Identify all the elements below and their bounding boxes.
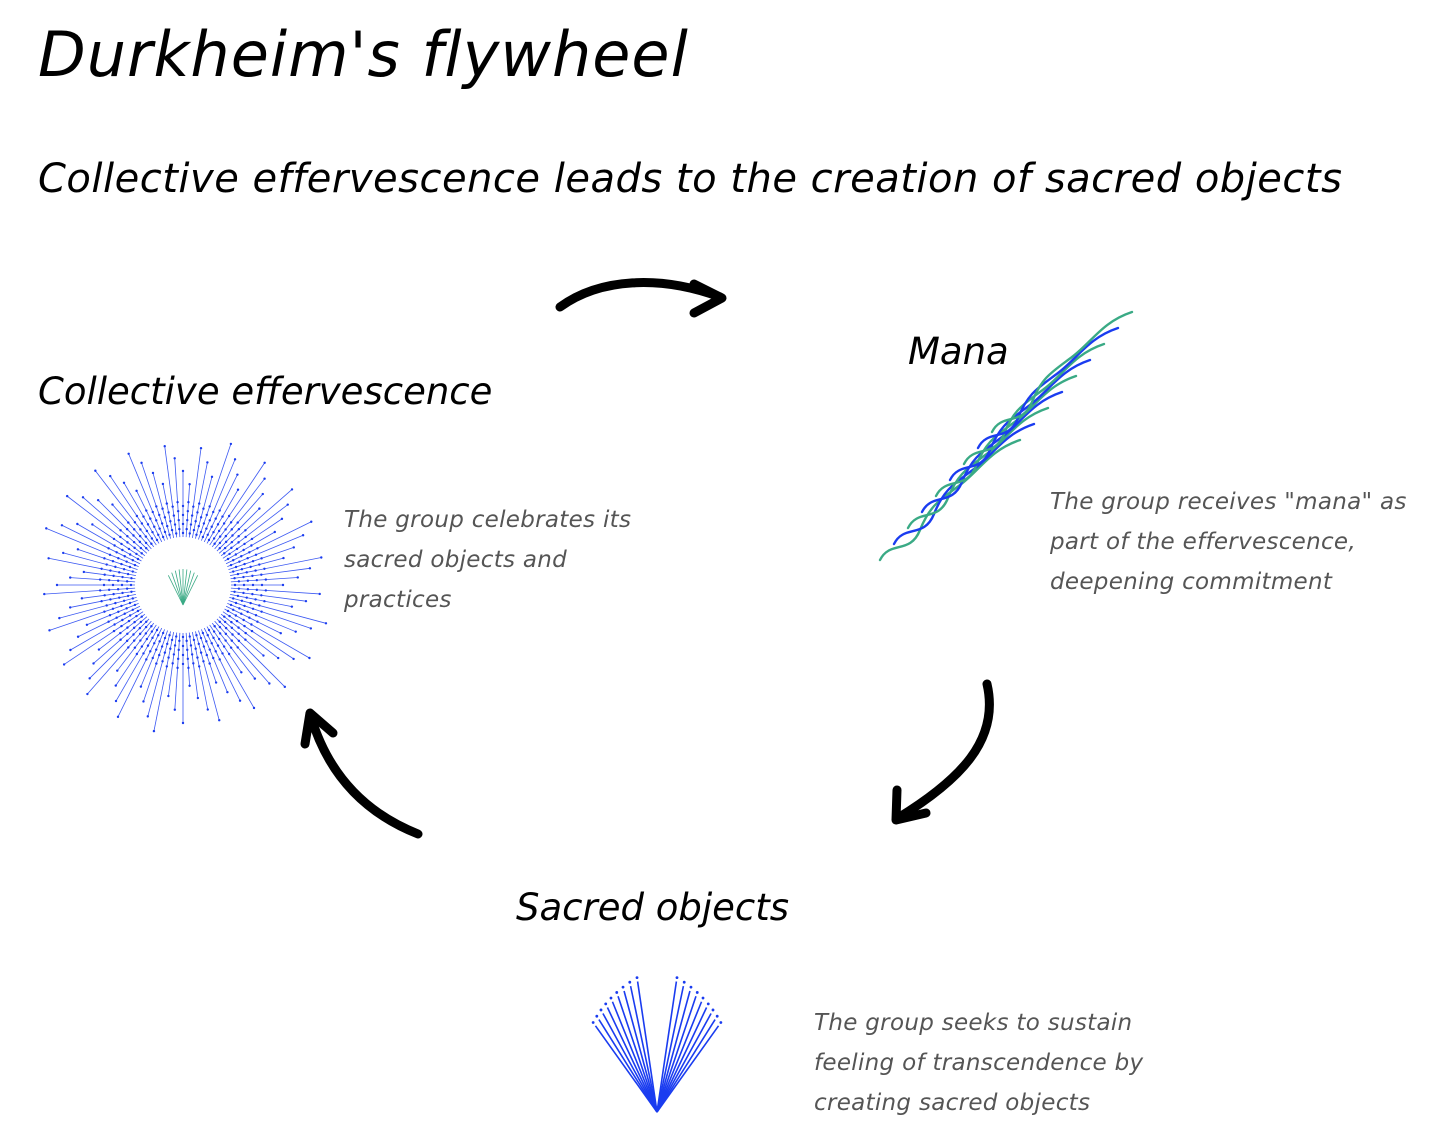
effervescence-description: The group celebrates its sacred objects …	[344, 500, 631, 620]
diagram-title: Durkheim's flywheel	[38, 18, 689, 91]
mana-description-line: part of the effervescence,	[1050, 529, 1356, 555]
effervescence-description-line: practices	[344, 587, 452, 613]
sacred-objects-title: Sacred objects	[516, 886, 790, 929]
sacred-objects-description-line: feeling of transcendence by	[814, 1050, 1144, 1076]
curved-arrow-icon	[300, 708, 423, 839]
mana-description: The group receives "mana" as part of the…	[1050, 482, 1407, 602]
radiating-burst-icon	[43, 442, 328, 733]
effervescence-description-line: The group celebrates its	[344, 507, 632, 533]
effervescence-title: Collective effervescence	[38, 370, 493, 413]
sacred-objects-description-line: The group seeks to sustain	[814, 1010, 1133, 1036]
curved-arrow-icon	[555, 278, 727, 318]
diagram-subtitle: Collective effervescence leads to the cr…	[38, 156, 1343, 202]
mana-description-line: deepening commitment	[1050, 569, 1333, 595]
sacred-objects-description-line: creating sacred objects	[814, 1090, 1091, 1116]
fan-icon	[591, 976, 723, 1113]
curved-arrow-icon	[891, 679, 994, 825]
mana-description-line: The group receives "mana" as	[1050, 489, 1407, 515]
effervescence-description-line: sacred objects and	[344, 547, 568, 573]
sacred-objects-description: The group seeks to sustain feeling of tr…	[814, 1003, 1143, 1123]
wavy-lines-icon	[878, 310, 1134, 562]
mana-title: Mana	[908, 330, 1009, 373]
